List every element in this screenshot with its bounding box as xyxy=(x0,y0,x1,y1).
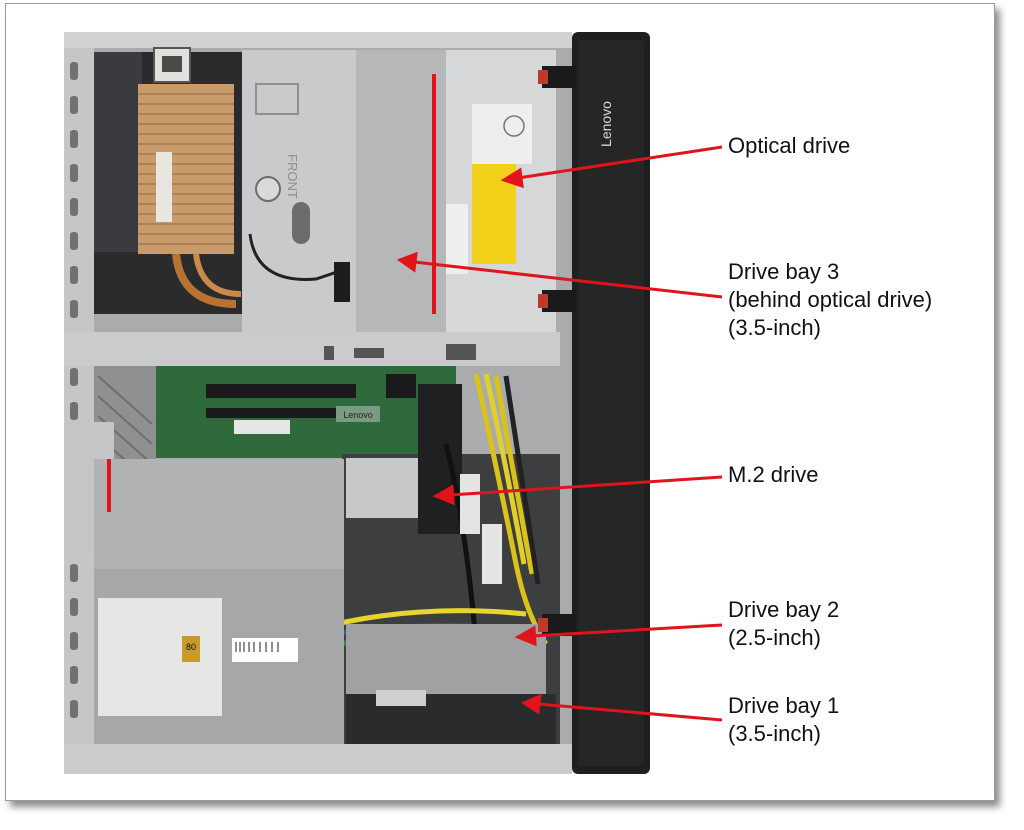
callout-optical-drive-line1: Optical drive xyxy=(728,133,851,158)
callout-drive-bay-2-line2: (2.5-inch) xyxy=(728,625,821,650)
optical-drive-arrow xyxy=(517,145,723,180)
drive-shelf xyxy=(64,332,560,366)
callout-drive-bay-1-line2: (3.5-inch) xyxy=(728,721,821,746)
cpu-heatsink xyxy=(138,84,242,308)
fan-shroud xyxy=(94,52,142,252)
drive-bay-2-arrow xyxy=(531,623,723,638)
callout-m2-drive-line1: M.2 drive xyxy=(728,462,819,487)
callout-drive-bay-1: Drive bay 1 (3.5-inch) xyxy=(728,692,839,748)
callout-optical-drive: Optical drive xyxy=(728,132,850,160)
callout-drive-bay-2: Drive bay 2 (2.5-inch) xyxy=(728,596,839,652)
left-chassis-rail xyxy=(64,32,94,774)
board-logo-badge xyxy=(336,406,380,422)
board-logo: Lenovo xyxy=(343,410,373,420)
callout-m2-drive: M.2 drive xyxy=(728,461,818,489)
m2-drive-bracket xyxy=(418,384,462,534)
drive-bay-3-arrow xyxy=(413,260,723,299)
drive-bay-2-tray xyxy=(346,624,546,694)
cage-screw xyxy=(255,176,281,202)
top-chassis-rail xyxy=(64,32,572,48)
psu-rating: 80 xyxy=(186,642,196,652)
callout-drive-bay-2-line1: Drive bay 2 xyxy=(728,597,840,622)
callout-drive-bay-3-line2: (behind optical drive) xyxy=(728,287,933,312)
callout-drive-bay-1-line1: Drive bay 1 xyxy=(728,693,840,718)
callout-drive-bay-3-line3: (3.5-inch) xyxy=(728,315,821,340)
bezel-logo: Lenovo xyxy=(598,101,614,147)
front-mark: FRONT xyxy=(285,154,300,199)
drive-bay-1-arrow xyxy=(537,702,723,722)
m2-drive-arrow xyxy=(449,475,723,497)
cage-front-panel xyxy=(356,50,446,332)
psu-80plus-badge xyxy=(182,636,200,662)
psu-label xyxy=(98,598,222,716)
server-interior-photo: FRONT Lenovo xyxy=(64,32,723,774)
figure-frame: FRONT Lenovo xyxy=(5,3,995,801)
bottom-chassis-rail xyxy=(64,744,572,774)
callout-arrows xyxy=(396,145,723,722)
callout-drive-bay-3: Drive bay 3 (behind optical drive) (3.5-… xyxy=(728,258,932,342)
callout-drive-bay-3-line1: Drive bay 3 xyxy=(728,259,840,284)
